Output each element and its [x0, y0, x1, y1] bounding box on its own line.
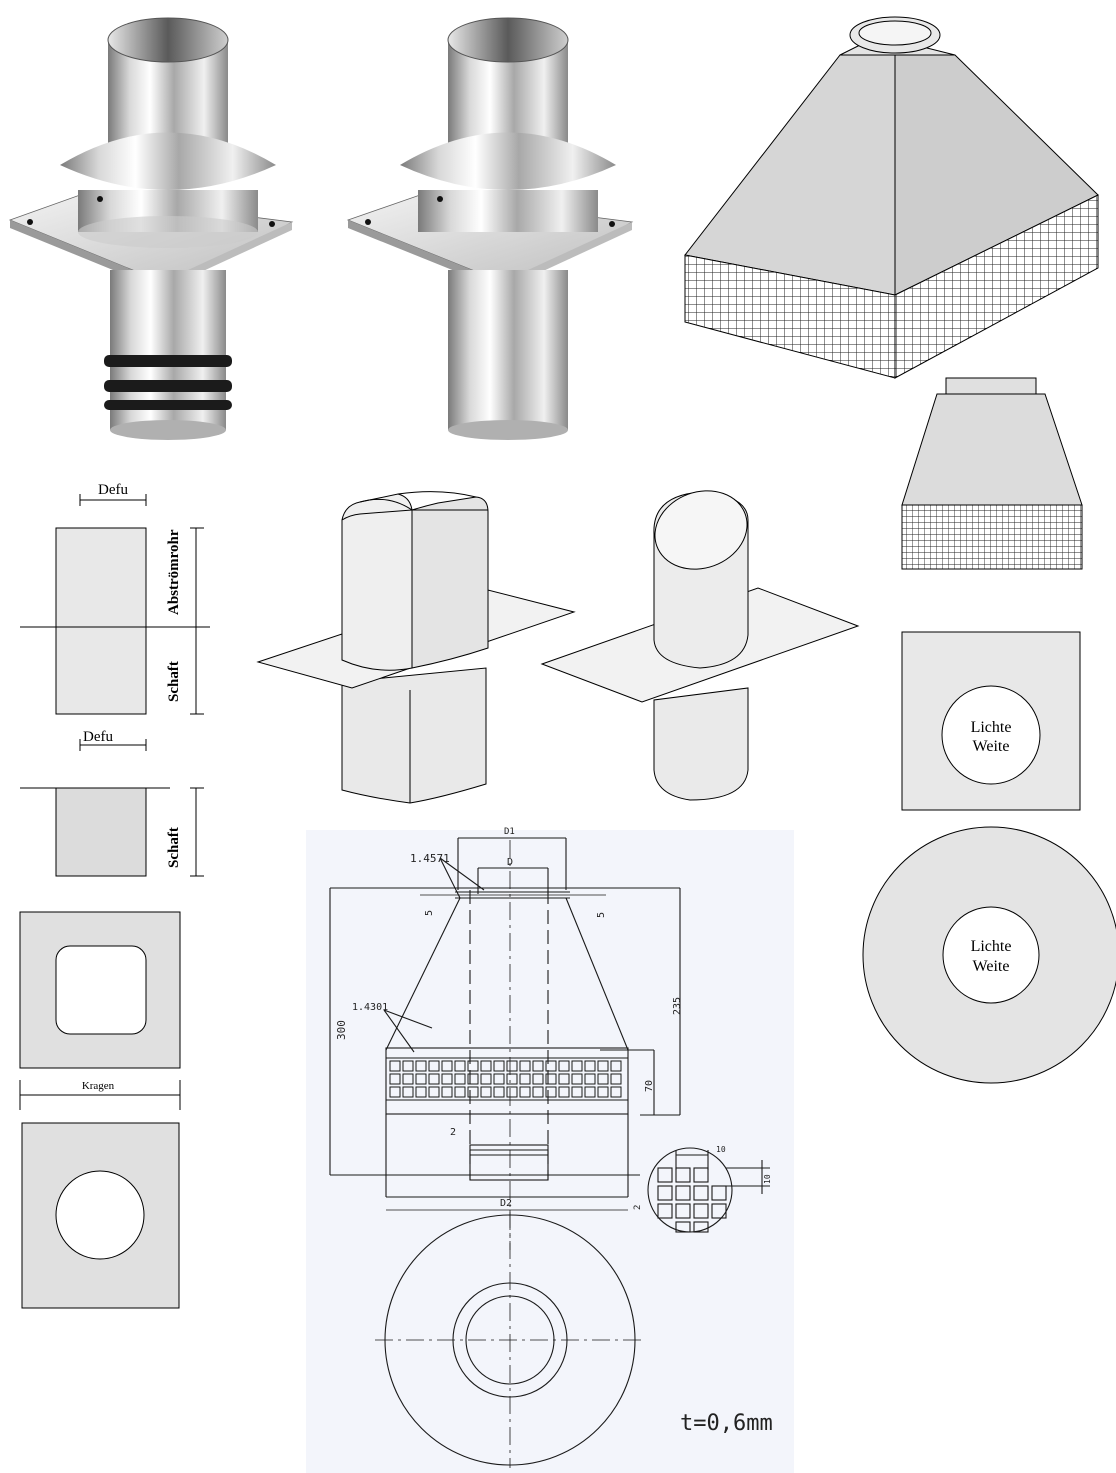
dim-d2: D2 [500, 1198, 512, 1209]
dim-d: D [507, 857, 513, 868]
kragen-label: Kragen [82, 1080, 115, 1092]
dim-5-left: 5 [424, 910, 435, 916]
square-plate-lichte-weite: Lichte Weite [901, 631, 1081, 811]
lichte-weite-label-2a: Lichte [971, 938, 1012, 955]
lichte-weite-label-1b: Weite [973, 738, 1010, 755]
scanned-technical-drawing: 1.4571 D1 D 5 5 1.4301 300 235 70 2 D2 1… [306, 827, 794, 1473]
schaft-label-top: Schaft [166, 661, 182, 702]
abstroemrohr-label: Abströmrohr [166, 529, 182, 615]
shaft-section-diagram: Defu Schaft [20, 729, 204, 877]
dim-5-right: 5 [596, 912, 607, 918]
mesh-detail [647, 1147, 770, 1233]
ventilation-hood-3d [684, 16, 1099, 379]
kragen-dimension: Kragen [19, 1080, 181, 1110]
sheet-thickness: t=0,6mm [680, 1411, 773, 1436]
lichte-weite-label-2b: Weite [973, 958, 1010, 975]
defu-label-top: Defu [98, 482, 128, 498]
defu-label-bottom: Defu [83, 729, 113, 745]
dim-2-inner: 2 [450, 1127, 456, 1138]
material-1-4571: 1.4571 [410, 852, 450, 865]
round-plate-lichte-weite: Lichte Weite [862, 826, 1116, 1084]
square-pipe-with-flashing-3d [256, 491, 576, 804]
roof-pipe-3d [346, 17, 634, 440]
dim-70: 70 [644, 1080, 655, 1092]
schaft-label-bottom: Schaft [166, 827, 182, 868]
square-plate-square-hole [19, 911, 181, 1069]
pipe-section-diagram: Defu Abströmrohr Schaft [20, 482, 210, 715]
mesh-dim-10-right: 10 [763, 1174, 772, 1184]
drawing-plan-view [375, 1210, 645, 1468]
lichte-weite-label-1a: Lichte [971, 719, 1012, 736]
round-pipe-with-flashing-3d [540, 490, 860, 801]
square-plate-round-hole [21, 1122, 180, 1309]
dim-d1: D1 [504, 827, 515, 837]
roof-pipe-with-rings-3d [8, 17, 294, 440]
sealing-ring [104, 355, 232, 410]
mesh-dim-10-top: 10 [716, 1145, 726, 1154]
dim-235: 235 [672, 997, 683, 1015]
mesh-dim-2: 2 [633, 1205, 643, 1210]
perforated-grid-band [389, 1060, 622, 1098]
material-1-4301: 1.4301 [352, 1002, 388, 1013]
dim-300: 300 [335, 1020, 348, 1040]
ventilation-hood-side-view [901, 377, 1083, 570]
